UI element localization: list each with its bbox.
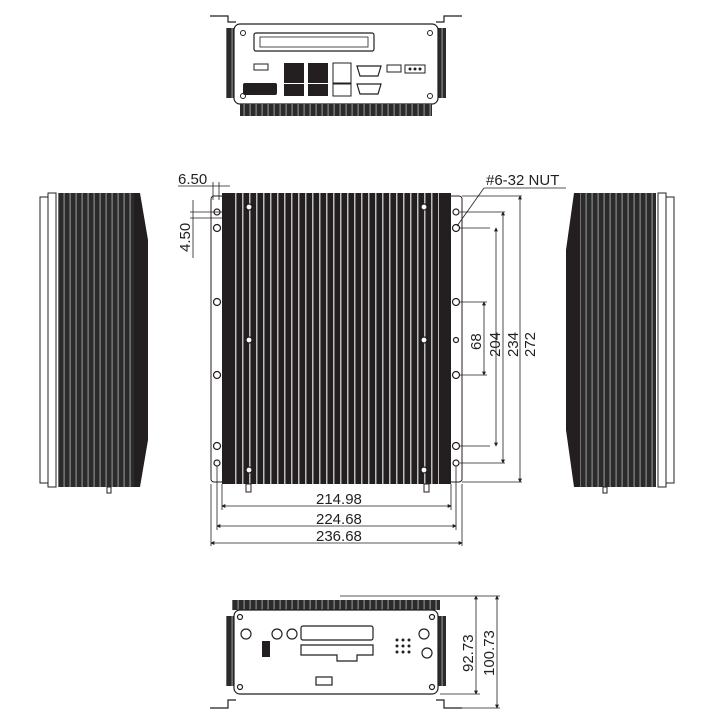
antenna-icon (418, 628, 430, 640)
dim-body-width: 214.98 (316, 491, 362, 508)
antenna-icon (286, 628, 298, 640)
front-io-view (210, 15, 462, 116)
right-side-view (566, 192, 675, 494)
screw-icon (240, 30, 246, 36)
screw-icon (427, 30, 433, 36)
usb-port-icon (262, 641, 270, 657)
heatsink-fins (222, 193, 451, 484)
usb-stack-icon (332, 62, 352, 84)
dim-body-height: 92.73 (460, 634, 477, 672)
lan-port-icon (308, 84, 328, 96)
antenna-icon (240, 628, 252, 640)
serial-port-icon (356, 83, 382, 95)
screw-icon (240, 93, 246, 99)
lan-port-icon (332, 83, 352, 97)
left-bracket (210, 15, 236, 23)
rear-view-dimensions (340, 595, 500, 709)
power-connector-icon (404, 64, 426, 74)
power-button-icon (421, 647, 433, 659)
dim-overall-height: 100.73 (481, 630, 498, 676)
top-fins (232, 600, 440, 610)
terminal-block-icon (386, 64, 402, 73)
dim-bracket-hole-width: 224.68 (316, 511, 362, 528)
usb-port-icon (253, 63, 269, 71)
lan-port-icon (284, 84, 304, 96)
bottom-fins (240, 104, 432, 116)
rear-view (210, 600, 462, 709)
serial-port-icon (356, 65, 382, 77)
nut-callout: #6-32 NUT (486, 172, 559, 189)
rear-panel (233, 609, 439, 695)
side-fins (580, 193, 656, 487)
dim-234: 234 (505, 332, 522, 357)
dim-mount-offset-y: 4.50 (177, 223, 194, 252)
expansion-slot (253, 32, 375, 52)
usb-stack-icon (284, 63, 304, 83)
left-side-view (39, 192, 148, 494)
left-fins (226, 28, 236, 98)
dim-204: 204 (487, 332, 504, 357)
side-fins (58, 193, 134, 487)
top-view-dimensions (178, 182, 566, 546)
led-indicators (395, 638, 411, 654)
nut-icon (212, 223, 222, 233)
dim-overall-width: 236.68 (316, 528, 362, 545)
top-view (210, 193, 463, 493)
right-bracket (436, 15, 462, 23)
dim-68: 68 (468, 333, 485, 350)
dvi-port-icon (243, 83, 277, 95)
dim-mount-offset-x: 6.50 (178, 171, 207, 188)
right-fins (436, 28, 446, 98)
label-plate (315, 676, 333, 686)
usb-stack-icon (308, 63, 328, 83)
storage-cover (300, 644, 374, 662)
screw-icon (427, 93, 433, 99)
antenna-icon (271, 628, 283, 640)
sim-cover (300, 625, 374, 641)
dim-272: 272 (522, 332, 539, 357)
